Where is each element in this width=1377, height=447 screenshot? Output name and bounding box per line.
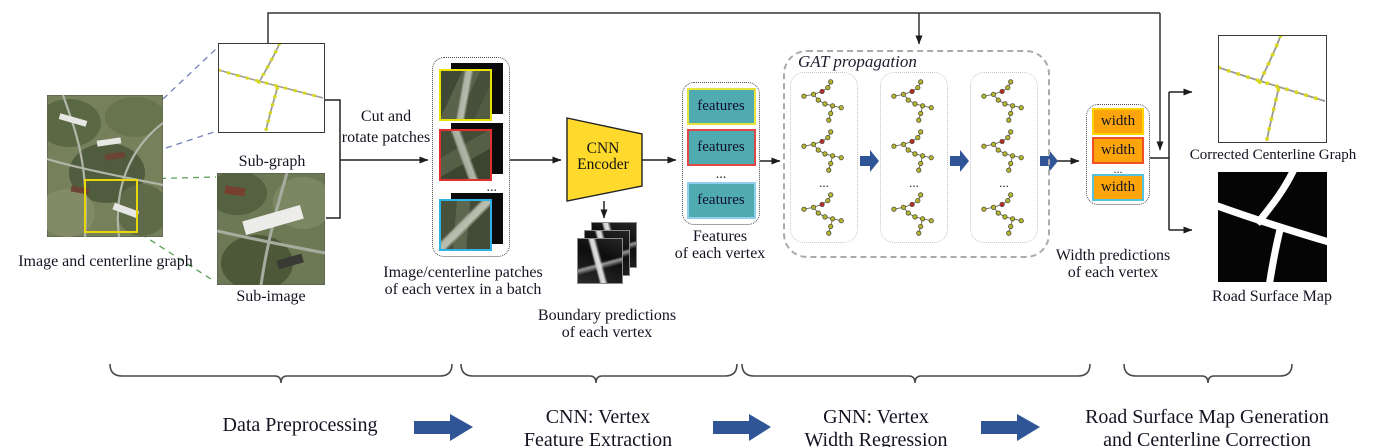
image-patch [439, 198, 492, 251]
width-box-3: width [1092, 174, 1144, 202]
features-caption: Features of each vertex [674, 228, 766, 262]
patch-pair-2 [439, 123, 503, 182]
vertex-graph [801, 79, 844, 123]
gat-ellipsis: ... [999, 175, 1009, 190]
zoom-links-subgraph [162, 47, 218, 149]
cnn-encoder-label: CNN Encoder [577, 140, 629, 173]
width-group: width width ... width [1086, 104, 1150, 205]
cnn-encoder-shape [566, 117, 643, 202]
width-caption: Width predictions of each vertex [1055, 247, 1171, 281]
aerial-image [47, 95, 163, 237]
width-ellipsis: ... [1113, 161, 1123, 176]
feature-box-3: features [686, 182, 756, 220]
zoom-region-rect [84, 179, 138, 233]
boundary-caption: Boundary predictions of each vertex [537, 307, 677, 341]
feature-box-2: features [686, 129, 756, 167]
feature-ellipsis: ... [715, 166, 727, 182]
vertex-graph [891, 79, 934, 123]
sub-image-label: Sub-image [236, 288, 306, 305]
gat-ellipsis: ... [819, 175, 829, 190]
gat-graph-column-1: ... [790, 72, 858, 243]
cut-rotate-label: Cut and rotate patches [341, 108, 431, 146]
boundary-patch [577, 238, 623, 284]
road-surface-map-thumbnail [1218, 172, 1327, 287]
vertex-graph [891, 129, 934, 173]
stage-label-cnn: CNN: Vertex Feature Extraction [523, 406, 673, 447]
corrected-graph-thumbnail [1218, 35, 1327, 143]
sub-image-thumbnail [217, 173, 325, 285]
gat-graph-column-2: ... [880, 72, 948, 243]
vertex-graph [801, 192, 844, 236]
feature-group: features features ... features [682, 82, 760, 225]
patch-batch-group: ... [432, 57, 510, 257]
gat-propagation-box [783, 50, 1050, 258]
stage-braces [109, 363, 1293, 384]
patch-batch-caption: Image/centerline patches of each vertex … [383, 264, 543, 298]
image-patch [439, 69, 492, 122]
sub-graph-label: Sub-graph [238, 153, 306, 170]
gat-propagation-title: GAT propagation [798, 52, 917, 71]
gat-graph-column-3: ... [970, 72, 1038, 243]
stage-label-data-preprocessing: Data Preprocessing [222, 414, 378, 436]
vertex-graph [981, 129, 1024, 173]
road-surface-map-label: Road Surface Map [1212, 288, 1332, 305]
feedback-line [267, 12, 1160, 44]
vertex-graph [801, 129, 844, 173]
vertex-graph [981, 192, 1024, 236]
gat-ellipsis: ... [909, 175, 919, 190]
width-box-2: width [1092, 137, 1144, 165]
stage-arrows [414, 414, 1040, 441]
feature-box-1: features [686, 87, 756, 125]
sub-graph-thumbnail [218, 43, 325, 133]
input-image-label: Image and centerline graph [18, 253, 193, 270]
patch-pair-3 [439, 192, 503, 251]
corrected-graph-label: Corrected Centerline Graph [1189, 147, 1357, 163]
vertex-graph [981, 79, 1024, 123]
stage-label-gnn: GNN: Vertex Width Regression [804, 406, 948, 447]
vertex-graph [891, 192, 934, 236]
stage-label-road-surface: Road Surface Map Generation and Centerli… [1085, 406, 1329, 447]
width-box-1: width [1092, 107, 1144, 135]
subgraph-subimage-bracket [325, 99, 341, 219]
patch-ellipsis: ... [486, 179, 498, 195]
image-patch [439, 129, 492, 182]
patch-pair-1 [439, 63, 503, 122]
